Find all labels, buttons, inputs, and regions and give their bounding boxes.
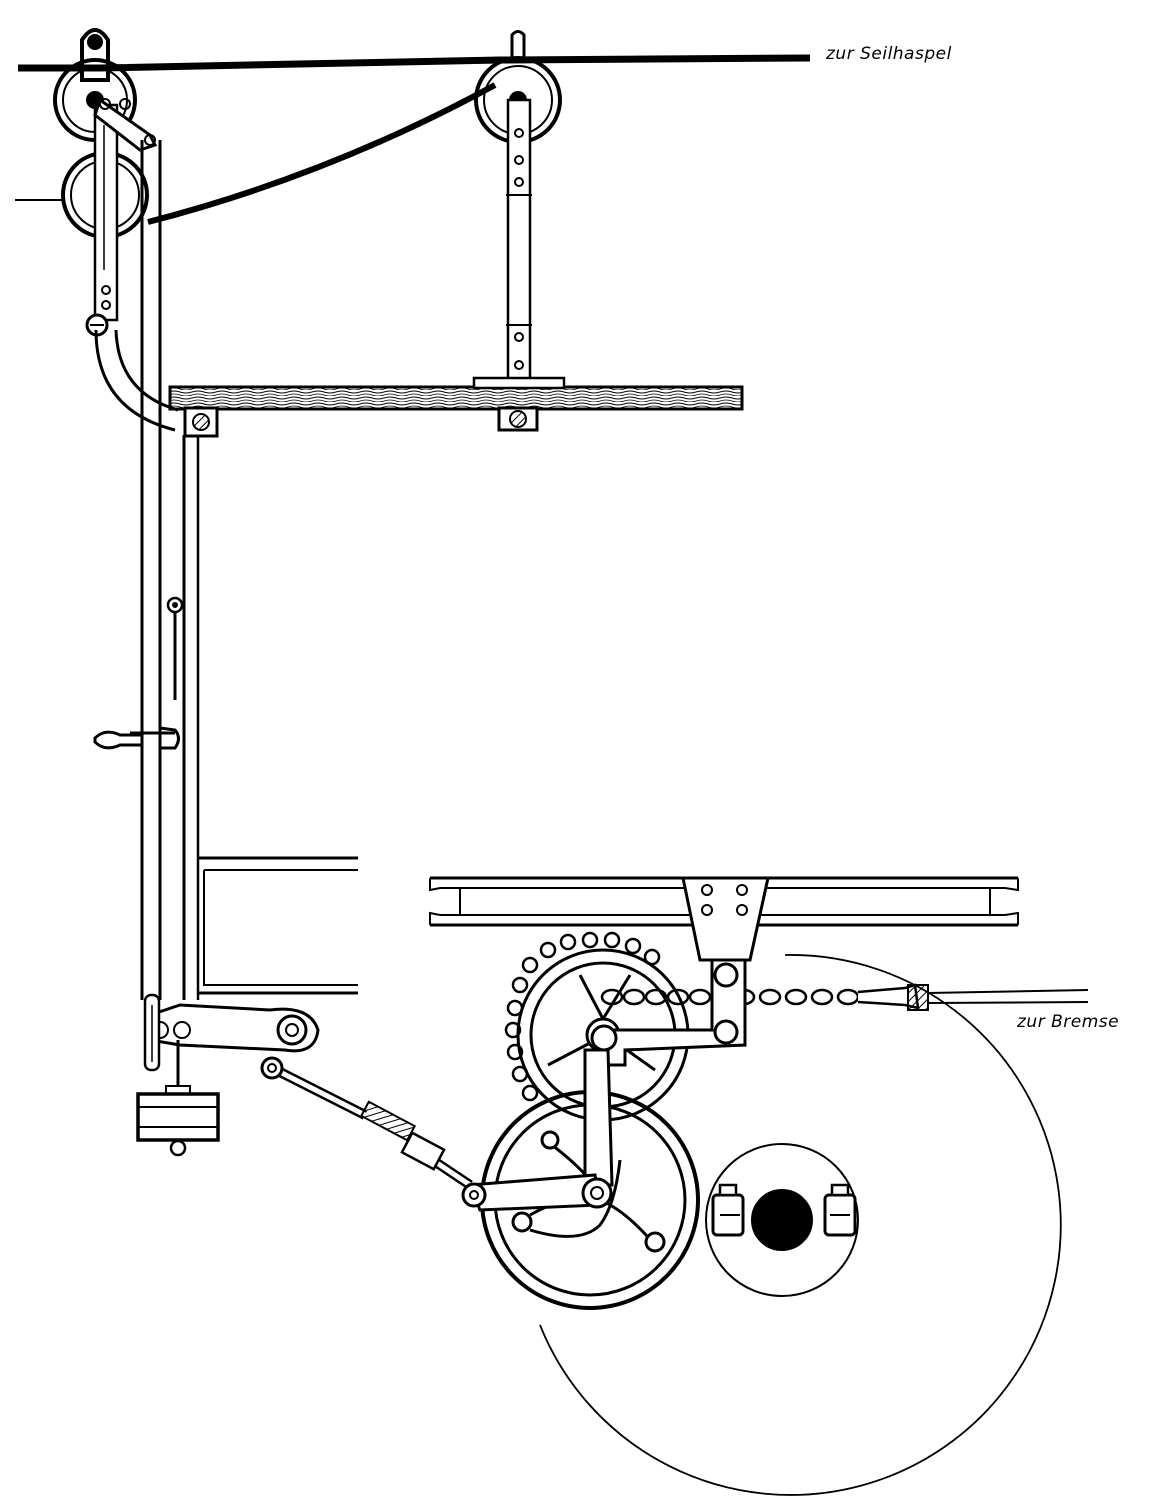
counterweight bbox=[136, 1040, 220, 1157]
rod-pivot-small bbox=[166, 596, 184, 700]
bell-crank-lever bbox=[148, 1003, 320, 1053]
bracket-plate bbox=[681, 876, 770, 962]
label-to-brake: zur Bremse bbox=[1017, 1012, 1120, 1032]
beam-bolt-right bbox=[497, 406, 539, 432]
brake-block-left bbox=[711, 1183, 745, 1237]
frame-outline bbox=[198, 856, 358, 995]
beam-bolt-left bbox=[183, 406, 219, 438]
crank-arm bbox=[461, 1048, 614, 1212]
sagging-rope bbox=[147, 82, 497, 225]
hand-grip bbox=[93, 726, 180, 750]
pulley-shackle bbox=[80, 28, 110, 82]
slotted-guide bbox=[143, 993, 161, 1072]
main-vertical-rod bbox=[140, 140, 162, 1000]
label-to-rope-winch: zur Seilhaspel bbox=[826, 44, 952, 64]
secondary-vertical-rod bbox=[182, 435, 200, 1000]
rope-to-winch bbox=[18, 54, 811, 72]
turnbuckle-rod bbox=[260, 1056, 473, 1190]
large-wheel-outline bbox=[539, 954, 1062, 1496]
linkage-arm-top bbox=[93, 97, 158, 152]
wooden-beam bbox=[168, 385, 744, 411]
axle-hub bbox=[751, 1189, 813, 1251]
brake-cable bbox=[927, 989, 1089, 1004]
brake-block-right bbox=[823, 1183, 857, 1237]
axle-cover-disc bbox=[705, 1143, 859, 1297]
right-hanger bbox=[472, 98, 566, 390]
curved-bracket bbox=[94, 329, 179, 432]
brake-chain bbox=[600, 983, 929, 1011]
drive-chain bbox=[504, 931, 661, 1102]
bracket-lever bbox=[590, 958, 747, 1067]
